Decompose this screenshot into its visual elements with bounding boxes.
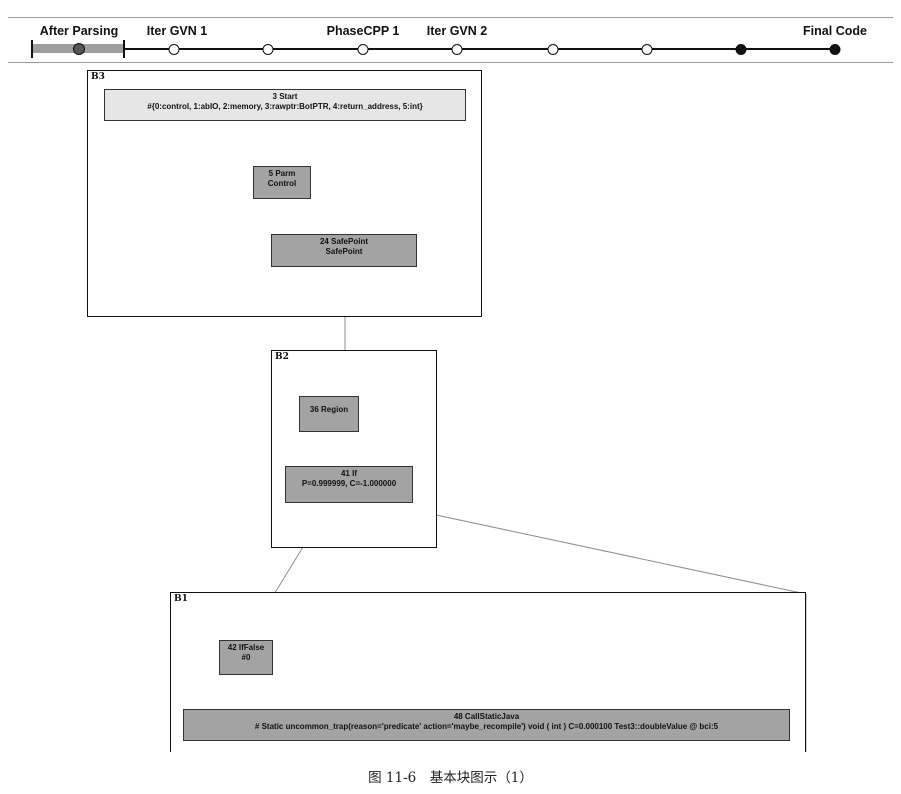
phase-label-final-code: Final Code: [803, 24, 867, 38]
range-end-handle[interactable]: [123, 40, 125, 58]
node-callstaticjava[interactable]: 48 CallStaticJava # Static uncommon_trap…: [183, 709, 790, 741]
phase-label-phasecpp-1: PhaseCPP 1: [326, 24, 400, 38]
node-title: 42 IfFalse: [227, 643, 265, 652]
basic-block-b2[interactable]: B2: [271, 350, 437, 548]
node-iffalse[interactable]: 42 IfFalse #0: [219, 640, 273, 675]
node-title: 48 CallStaticJava: [453, 712, 520, 721]
node-detail: Control: [267, 179, 297, 188]
node-detail: SafePoint: [325, 247, 363, 256]
node-title: 5 Parm: [268, 169, 296, 178]
figure-caption: 图 11-6 基本块图示（1）: [368, 770, 533, 786]
phase-node[interactable]: [735, 44, 747, 55]
node-title: 36 Region: [309, 405, 349, 414]
timeline-top-rule: [8, 17, 893, 18]
node-title: 41 If: [340, 469, 357, 478]
timeline-bottom-rule: [8, 62, 893, 63]
node-start[interactable]: 3 Start #{0:control, 1:abIO, 2:memory, 3…: [104, 89, 466, 121]
node-if[interactable]: 41 If P=0.999999, C=-1.000000: [285, 466, 413, 503]
block-label: B2: [275, 352, 289, 362]
phase-label-iter-gvn-1: Iter GVN 1: [146, 24, 208, 38]
block-label: B1: [174, 594, 188, 604]
block-label: B3: [91, 72, 105, 82]
phase-node-iter-gvn-1[interactable]: [168, 44, 180, 55]
node-detail: # Static uncommon_trap(reason='predicate…: [254, 722, 719, 731]
node-safepoint[interactable]: 24 SafePoint SafePoint: [271, 234, 417, 267]
node-parm[interactable]: 5 Parm Control: [253, 166, 311, 199]
phase-node[interactable]: [262, 44, 274, 55]
node-title: 24 SafePoint: [319, 237, 368, 246]
phase-node[interactable]: [547, 44, 559, 55]
node-title: 3 Start: [272, 92, 298, 101]
node-detail: P=0.999999, C=-1.000000: [301, 479, 397, 488]
node-region[interactable]: 36 Region: [299, 396, 359, 432]
node-detail: #0: [241, 653, 251, 662]
phase-label-after-parsing: After Parsing: [39, 24, 119, 38]
timeline-track[interactable]: [32, 48, 836, 50]
phase-timeline: After Parsing Iter GVN 1 PhaseCPP 1 Iter…: [0, 0, 901, 70]
phase-label-iter-gvn-2: Iter GVN 2: [426, 24, 488, 38]
phase-node-final-code[interactable]: [829, 44, 841, 55]
phase-node-phasecpp-1[interactable]: [357, 44, 369, 55]
edge-if-iftrue: [379, 502, 807, 595]
range-start-handle[interactable]: [31, 40, 33, 58]
phase-node-after-parsing[interactable]: [73, 43, 85, 55]
phase-node[interactable]: [641, 44, 653, 55]
node-detail: #{0:control, 1:abIO, 2:memory, 3:rawptr:…: [147, 102, 423, 111]
phase-node-iter-gvn-2[interactable]: [451, 44, 463, 55]
